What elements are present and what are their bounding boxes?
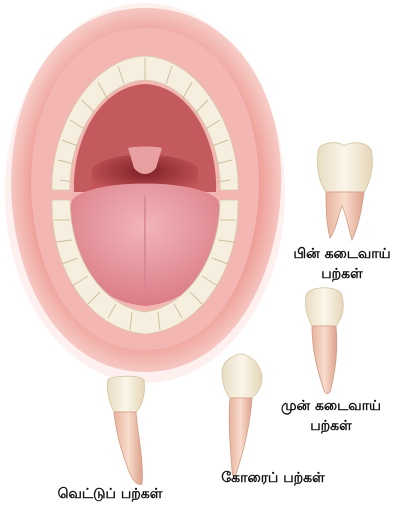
canine-label: கோரைப் பற்கள் xyxy=(203,468,343,488)
mouth-illustration xyxy=(5,3,285,383)
incisor-label: வெட்டுப் பற்கள் xyxy=(40,484,180,504)
premolars-label-line2: பற்கள் xyxy=(266,416,396,436)
premolars-label: முன் கடைவாய் பற்கள் xyxy=(266,396,396,436)
molars-label: பின் கடைவாய் பற்கள் xyxy=(282,244,402,284)
premolar-tooth xyxy=(305,288,343,394)
premolars-label-line1: முன் கடைவாய் xyxy=(266,396,396,416)
molars-label-line1: பின் கடைவாய் xyxy=(282,244,402,264)
canine-tooth xyxy=(222,354,262,476)
incisor-tooth xyxy=(107,376,144,484)
molars-label-line2: பற்கள் xyxy=(282,264,402,284)
molar-tooth xyxy=(317,143,372,240)
